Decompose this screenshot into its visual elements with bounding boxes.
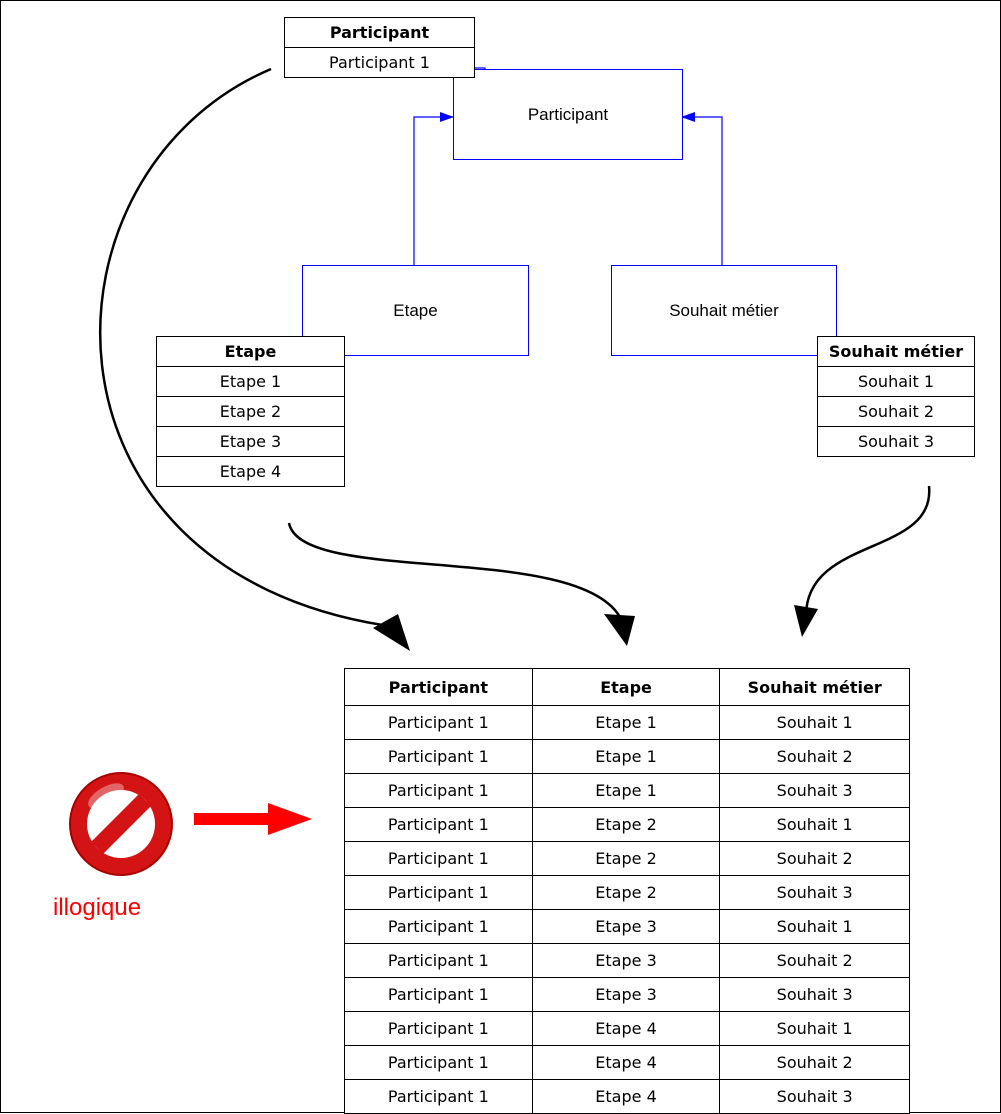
table-cell: Souhait 2 <box>719 841 910 876</box>
illogique-label: illogique <box>53 894 142 921</box>
table-cell: Participant 1 <box>344 943 533 978</box>
table-cell: Etape 1 <box>531 739 721 774</box>
flow-arrow-etape <box>287 522 623 620</box>
table-cell: Souhait 3 <box>719 977 910 1012</box>
table-cell: Etape 2 <box>531 807 721 842</box>
relation-etape-to-participant <box>413 112 454 266</box>
table-cell: Participant 1 <box>344 1011 533 1046</box>
entity-etape: Etape <box>302 265 529 356</box>
participant-table-header: Participant <box>284 17 475 48</box>
table-cell: Etape 1 <box>531 705 721 740</box>
table-cell: Souhait 1 <box>719 807 910 842</box>
entity-participant: Participant <box>453 69 683 160</box>
table-cell: Participant 1 <box>344 773 533 808</box>
table-cell: Souhait 1 <box>719 705 910 740</box>
table-cell: Souhait 2 <box>719 1045 910 1080</box>
result-header-etape: Etape <box>531 668 721 706</box>
entity-souhait-label: Souhait métier <box>669 300 779 320</box>
etape-table-cell: Etape 3 <box>156 426 345 457</box>
souhait-table-cell: Souhait 2 <box>817 396 975 427</box>
participant-table-cell: Participant 1 <box>284 47 475 78</box>
entity-participant-label: Participant <box>527 104 609 124</box>
table-cell: Etape 4 <box>531 1079 721 1114</box>
etape-table-cell: Etape 1 <box>156 366 345 397</box>
table-cell: Participant 1 <box>344 739 533 774</box>
table-cell: Etape 2 <box>531 841 721 876</box>
table-cell: Etape 3 <box>531 943 721 978</box>
souhait-table-header: Souhait métier <box>817 336 975 367</box>
red-arrowhead <box>268 803 312 835</box>
flow-arrowhead-etape <box>604 614 635 646</box>
etape-table-cell: Etape 4 <box>156 456 345 487</box>
table-cell: Participant 1 <box>344 1079 533 1114</box>
participant-table: Participant Participant 1 <box>284 17 475 78</box>
table-cell: Etape 3 <box>531 977 721 1012</box>
flow-arrow-participant <box>98 67 390 628</box>
souhait-table: Souhait métier Souhait 1 Souhait 2 Souha… <box>817 336 975 457</box>
flow-arrowhead-participant <box>373 614 410 651</box>
table-cell: Souhait 3 <box>719 1079 910 1114</box>
result-header-participant: Participant <box>344 668 533 706</box>
flow-arrow-souhait <box>804 485 931 617</box>
entity-etape-label: Etape <box>393 300 438 320</box>
prohibited-icon <box>69 772 173 876</box>
table-cell: Souhait 1 <box>719 909 910 944</box>
table-cell: Souhait 1 <box>719 1011 910 1046</box>
table-cell: Participant 1 <box>344 1045 533 1080</box>
table-cell: Participant 1 <box>344 875 533 910</box>
souhait-table-cell: Souhait 1 <box>817 366 975 397</box>
etape-table: Etape Etape 1 Etape 2 Etape 3 Etape 4 <box>156 336 345 487</box>
etape-table-header: Etape <box>156 336 345 367</box>
table-cell: Participant 1 <box>344 807 533 842</box>
table-cell: Etape 1 <box>531 773 721 808</box>
table-cell: Participant 1 <box>344 705 533 740</box>
table-cell: Participant 1 <box>344 977 533 1012</box>
etape-table-cell: Etape 2 <box>156 396 345 427</box>
souhait-table-cell: Souhait 3 <box>817 426 975 457</box>
table-cell: Etape 4 <box>531 1011 721 1046</box>
table-cell: Souhait 3 <box>719 875 910 910</box>
result-table: Participant Etape Souhait métier Partici… <box>344 668 910 1114</box>
flow-arrowhead-souhait <box>794 605 818 637</box>
table-cell: Etape 4 <box>531 1045 721 1080</box>
table-cell: Souhait 2 <box>719 739 910 774</box>
result-table-header-row: Participant Etape Souhait métier <box>344 668 910 706</box>
table-cell: Participant 1 <box>344 841 533 876</box>
table-cell: Participant 1 <box>344 909 533 944</box>
table-cell: Etape 3 <box>531 909 721 944</box>
entity-souhait: Souhait métier <box>611 265 837 356</box>
table-cell: Souhait 2 <box>719 943 910 978</box>
table-cell: Etape 2 <box>531 875 721 910</box>
table-cell: Souhait 3 <box>719 773 910 808</box>
relation-souhait-to-participant <box>681 112 723 266</box>
result-header-souhait: Souhait métier <box>719 668 910 706</box>
